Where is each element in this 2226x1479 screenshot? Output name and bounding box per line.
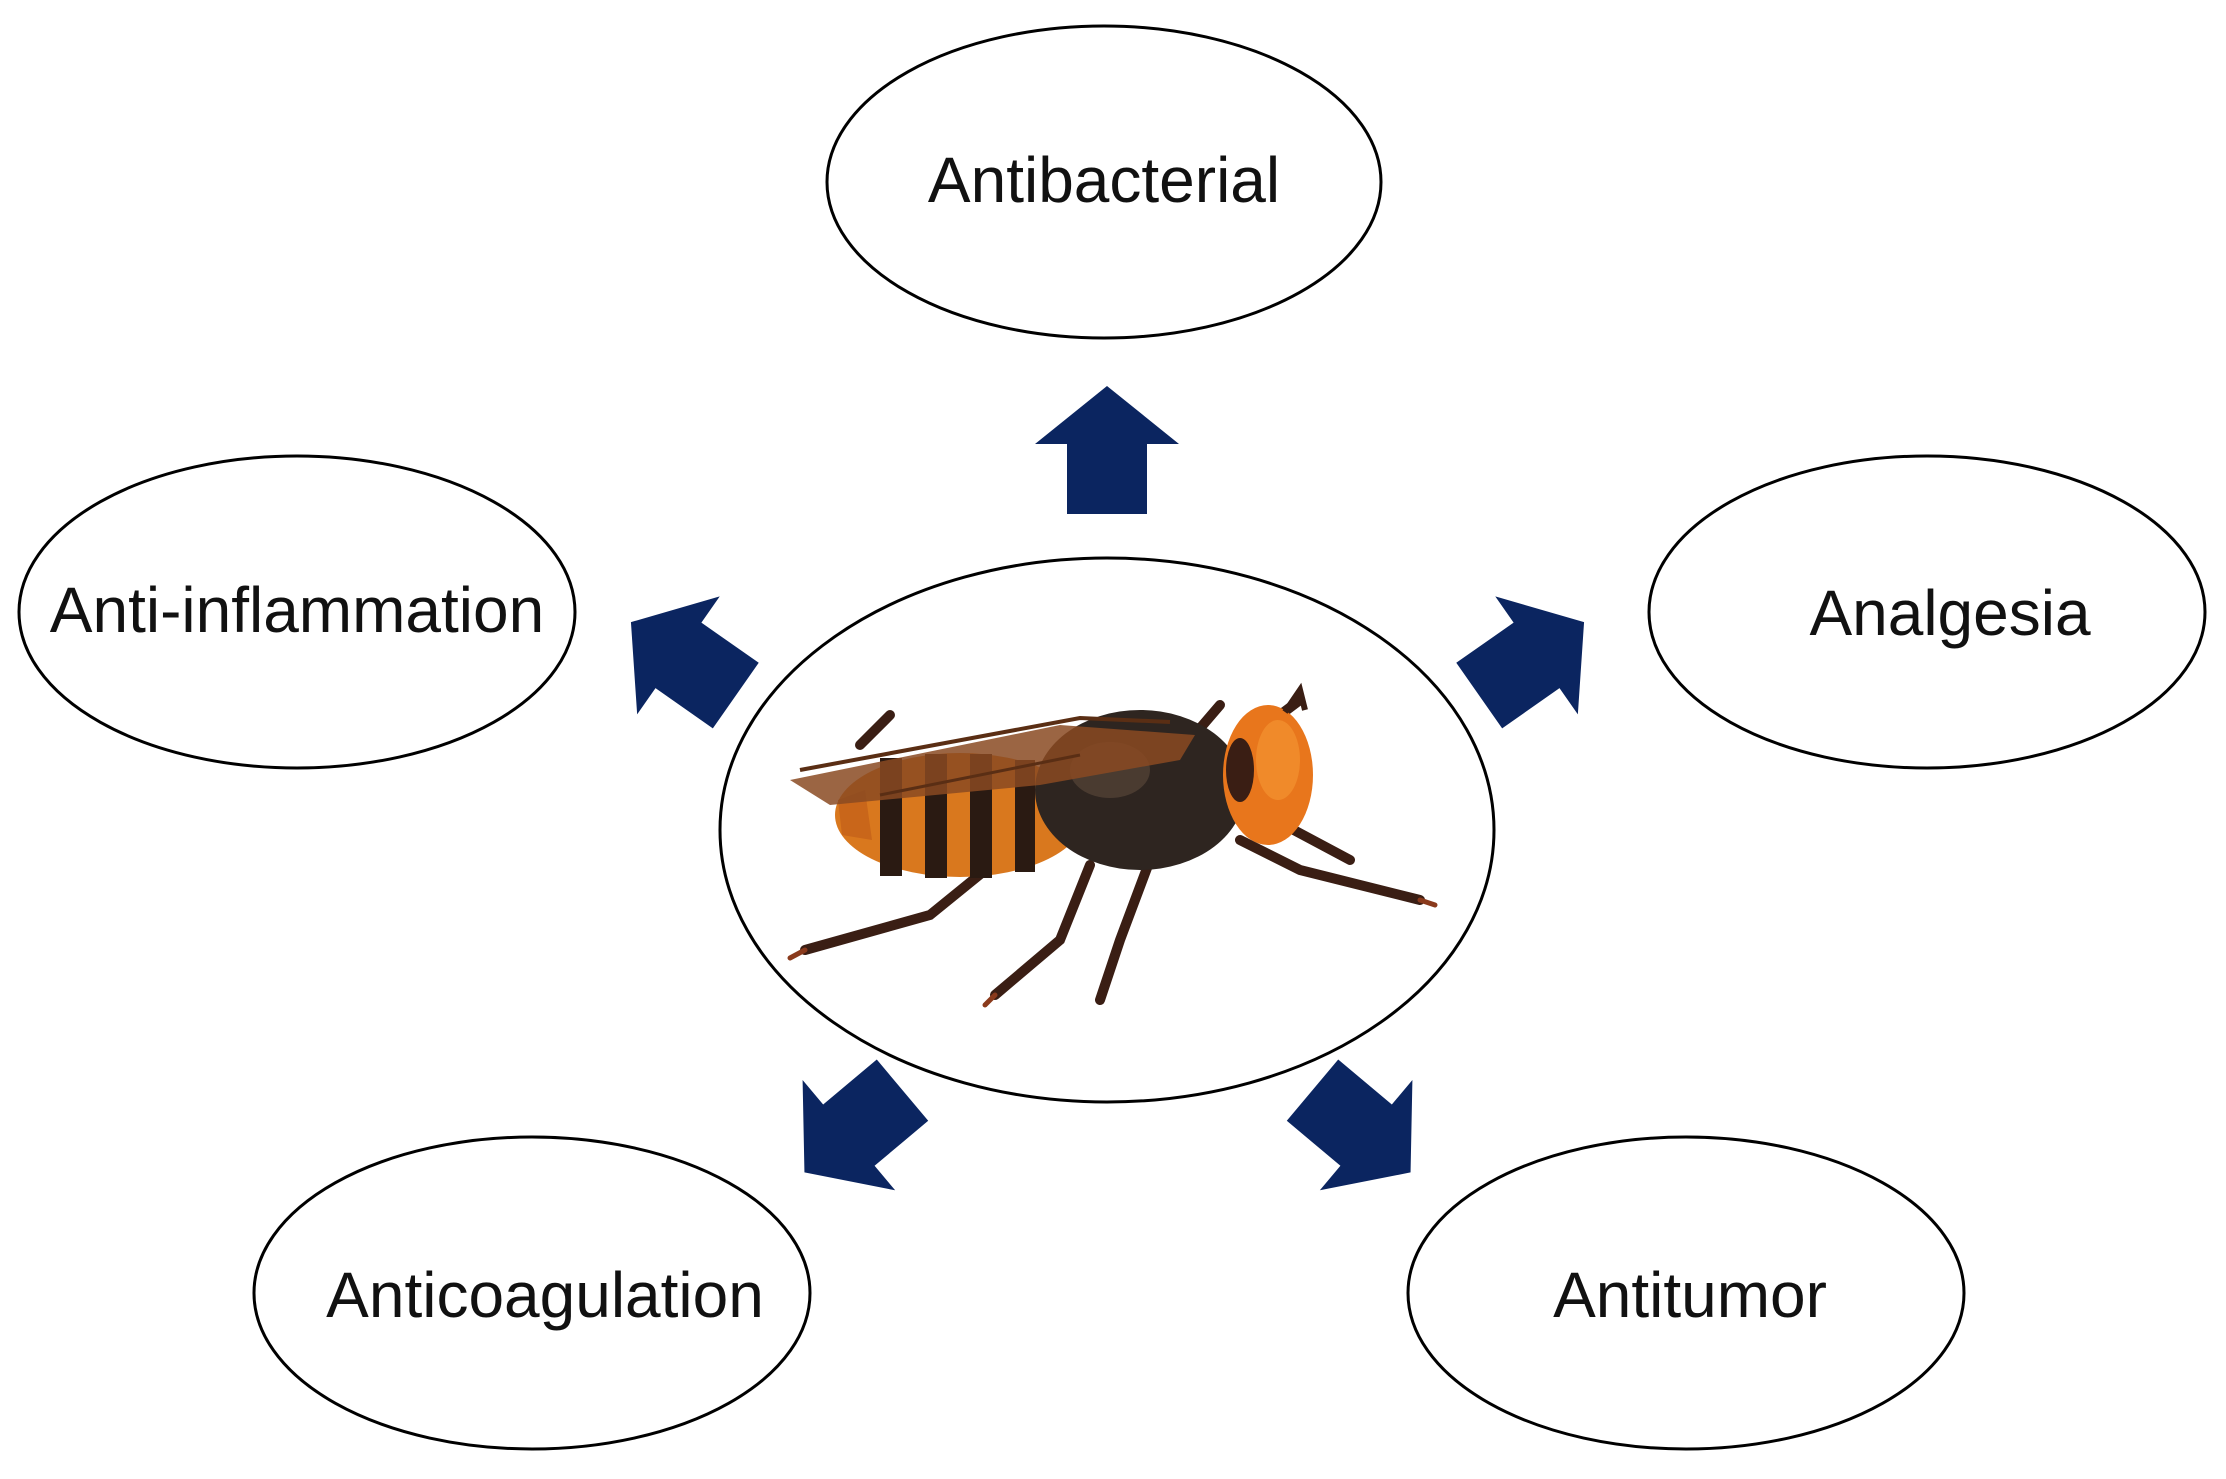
effect-node-anti-inflammation: Anti-inflammation: [17, 454, 577, 770]
effect-ellipse: [1406, 1135, 1966, 1451]
hornet-image: [787, 682, 1438, 1008]
effect-label: Antitumor: [1553, 1259, 1827, 1331]
effect-ellipse: [825, 24, 1383, 340]
effect-ellipse: [1647, 454, 2207, 770]
effect-label: Anti-inflammation: [50, 574, 544, 646]
arrow-up-icon: [1035, 386, 1179, 514]
effect-node-antitumor: Antitumor: [1406, 1135, 1966, 1451]
effect-label: Anticoagulation: [326, 1259, 764, 1331]
effect-node-antibacterial: Antibacterial: [825, 24, 1383, 340]
effect-node-anticoagulation: Anticoagulation: [252, 1135, 812, 1451]
effect-ellipse: [252, 1135, 812, 1451]
center-node: [718, 556, 1496, 1104]
effect-node-analgesia: Analgesia: [1647, 454, 2207, 770]
effect-label: Analgesia: [1809, 577, 2091, 649]
effect-label: Antibacterial: [928, 144, 1280, 216]
effect-ellipse: [17, 454, 577, 770]
